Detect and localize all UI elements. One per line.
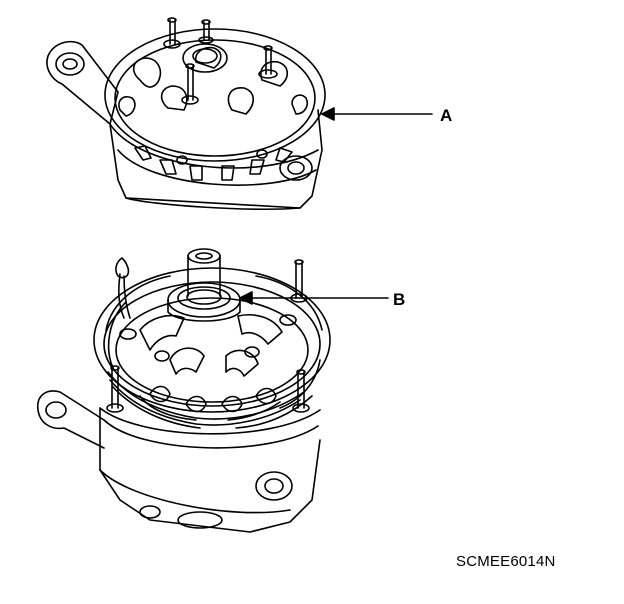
callout-b-arrow [240, 292, 388, 304]
stator-windings [94, 258, 330, 428]
terminal-stud [164, 18, 180, 48]
figure-code: SCMEE6014N [456, 553, 556, 570]
stud-bolt [293, 370, 309, 412]
alternator-housing [38, 391, 320, 532]
rotor-shaft [188, 249, 220, 296]
callout-a-arrow [322, 108, 432, 120]
stud-bolt [291, 260, 307, 302]
terminal-stud [259, 46, 277, 78]
terminal-stud [182, 64, 198, 104]
rectifier-diode-plate [120, 315, 296, 376]
callout-label-b: B [393, 290, 406, 309]
rear-end-cover [47, 18, 325, 209]
stud-bolt [107, 366, 123, 412]
terminal-stud [199, 20, 213, 43]
rear-bearing [168, 283, 240, 321]
callout-label-a: A [440, 106, 453, 125]
